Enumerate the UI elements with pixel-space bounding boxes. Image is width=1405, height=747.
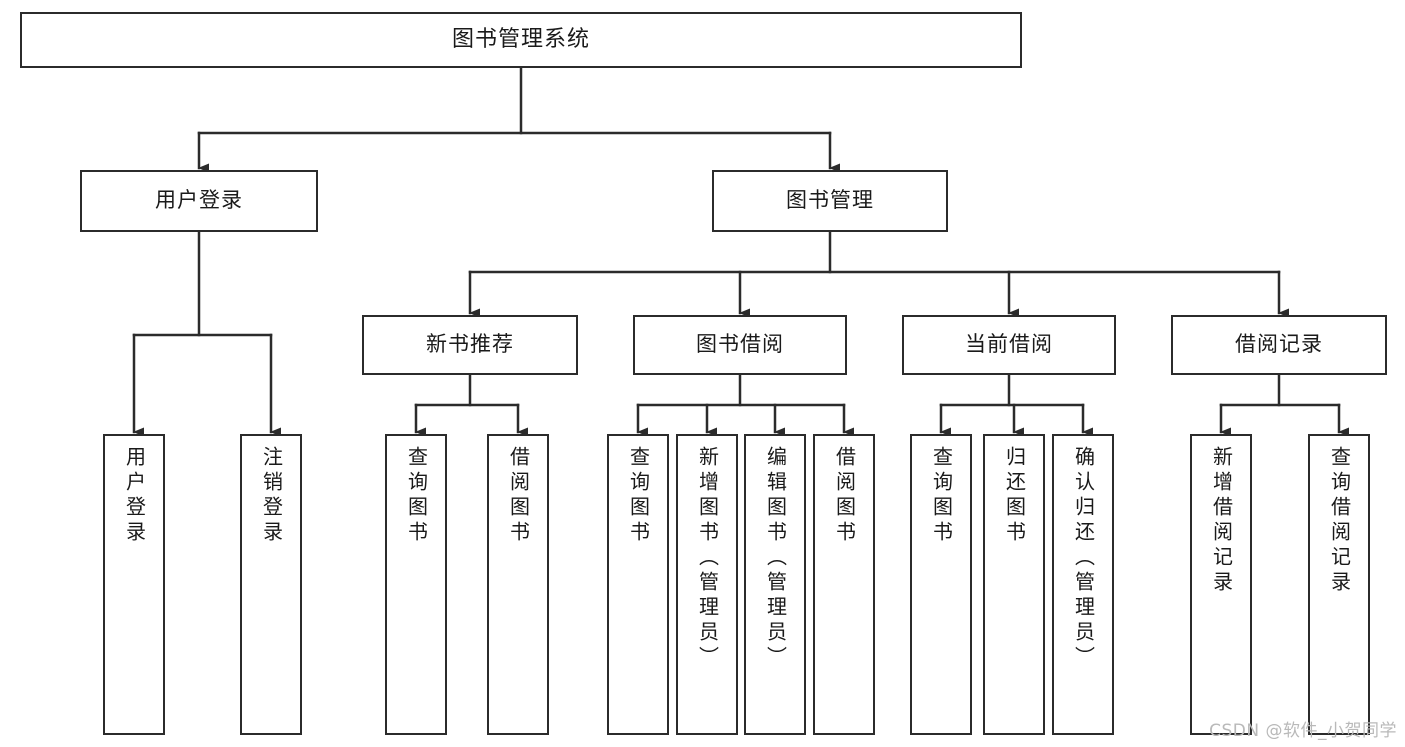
csdn-watermark: CSDN @软件_小贺同学 [1209,721,1397,741]
node-label: 新书推荐 [426,332,514,357]
leaf-user-login[interactable]: 用户登录 [103,434,165,735]
node-user-login[interactable]: 用户登录 [80,170,318,232]
leaf-label: 新增借阅记录 [1209,446,1234,596]
leaf-label: 新增图书（管理员） [695,446,720,671]
node-current-borrow[interactable]: 当前借阅 [902,315,1116,375]
connector-lines [132,66,1349,437]
leaf-label: 归还图书 [1002,446,1027,546]
leaf-query-book-current[interactable]: 查询图书 [910,434,972,735]
leaf-return-book[interactable]: 归还图书 [983,434,1045,735]
leaf-label: 借阅图书 [832,446,857,546]
leaf-query-borrow-record[interactable]: 查询借阅记录 [1308,434,1370,735]
leaf-label: 确认归还（管理员） [1071,446,1096,671]
leaf-edit-book-admin[interactable]: 编辑图书（管理员） [744,434,806,735]
leaf-logout[interactable]: 注销登录 [240,434,302,735]
leaf-query-book-new[interactable]: 查询图书 [385,434,447,735]
leaf-query-book-borrow[interactable]: 查询图书 [607,434,669,735]
leaf-confirm-return-admin[interactable]: 确认归还（管理员） [1052,434,1114,735]
leaf-label: 查询图书 [404,446,429,546]
node-book-borrow[interactable]: 图书借阅 [633,315,847,375]
node-label: 当前借阅 [965,332,1053,357]
node-label: 图书借阅 [696,332,784,357]
node-root-system[interactable]: 图书管理系统 [20,12,1022,68]
leaf-label: 用户登录 [122,446,147,546]
leaf-label: 借阅图书 [506,446,531,546]
node-label: 图书管理系统 [451,26,590,52]
node-label: 用户登录 [155,188,243,213]
leaf-borrow-book-new[interactable]: 借阅图书 [487,434,549,735]
node-label: 图书管理 [786,188,874,213]
leaf-add-borrow-record[interactable]: 新增借阅记录 [1190,434,1252,735]
node-book-management[interactable]: 图书管理 [712,170,948,232]
leaf-label: 编辑图书（管理员） [763,446,788,671]
leaf-borrow-book[interactable]: 借阅图书 [813,434,875,735]
leaf-add-book-admin[interactable]: 新增图书（管理员） [676,434,738,735]
node-label: 借阅记录 [1235,332,1323,357]
leaf-label: 查询图书 [929,446,954,546]
leaf-label: 查询图书 [626,446,651,546]
leaf-label: 查询借阅记录 [1327,446,1352,596]
node-new-book-recommend[interactable]: 新书推荐 [362,315,578,375]
leaf-label: 注销登录 [259,446,284,546]
node-borrow-record[interactable]: 借阅记录 [1171,315,1387,375]
